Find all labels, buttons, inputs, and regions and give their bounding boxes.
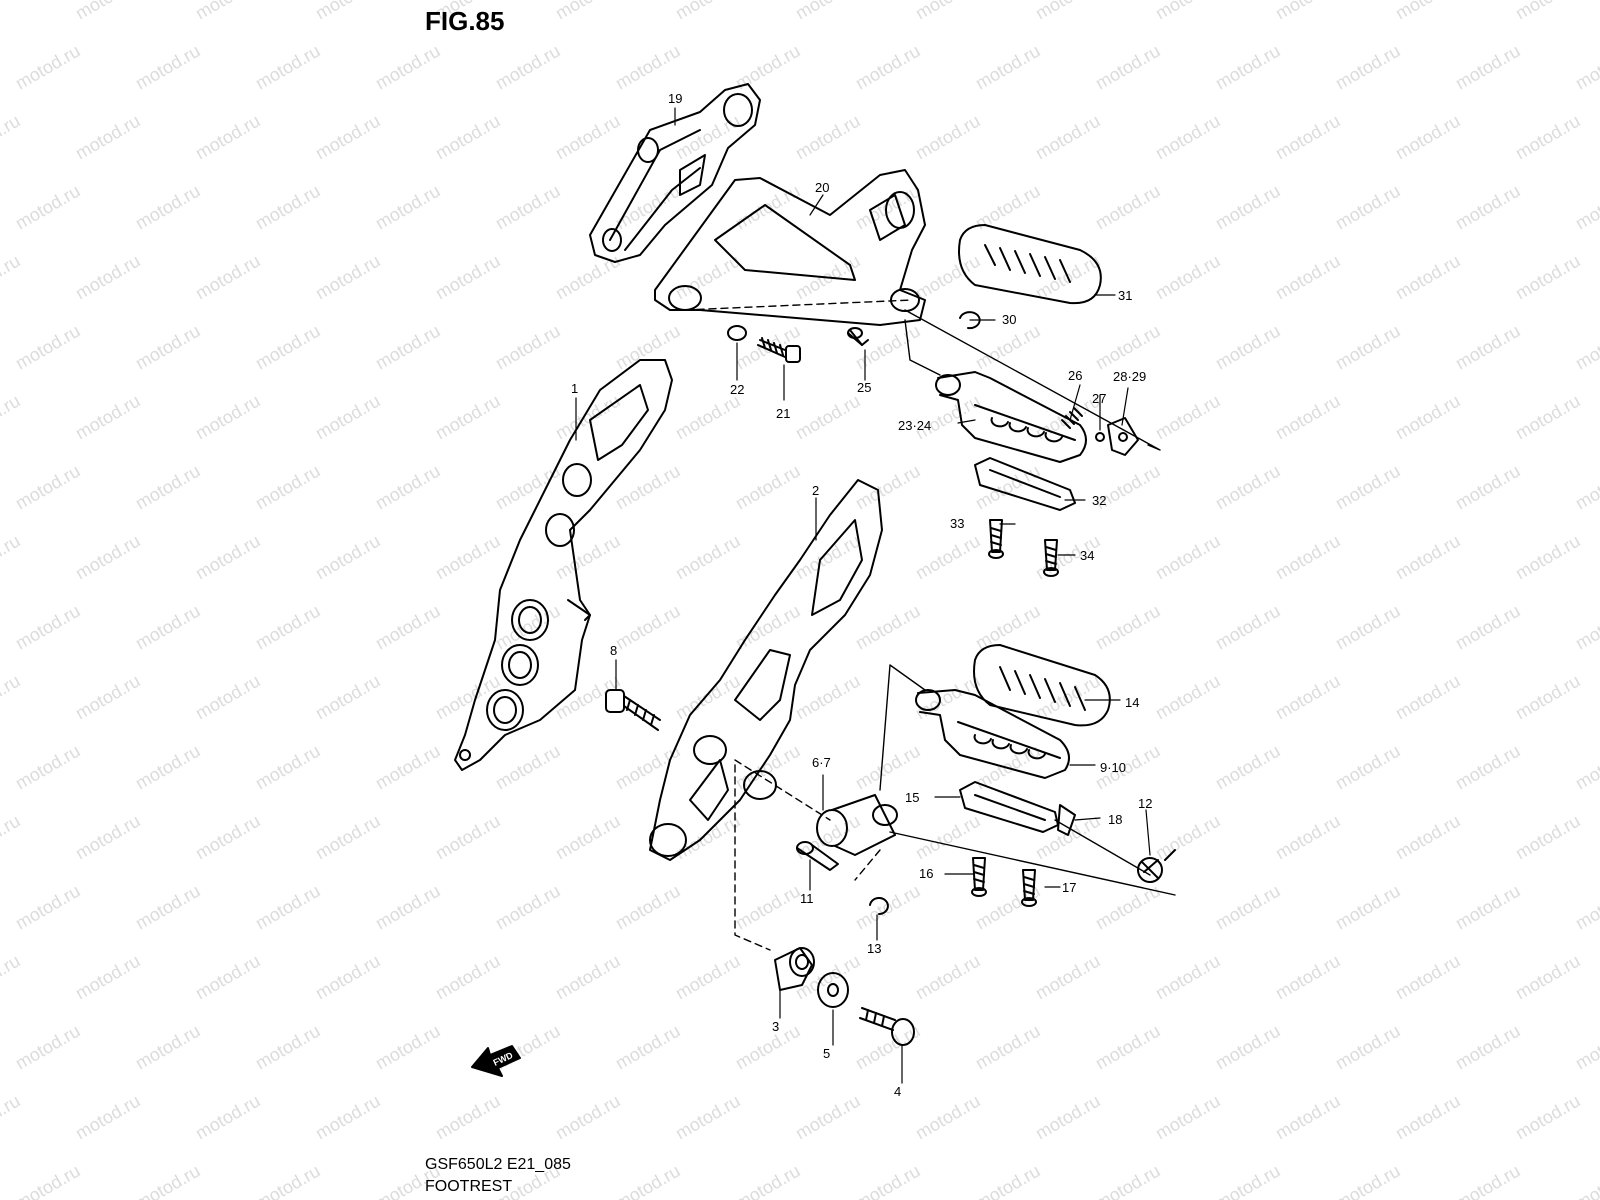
callout-ticks (575, 107, 1151, 1084)
part-21-bolt (757, 337, 801, 363)
callout-26: 26 (1068, 368, 1082, 383)
callout-4: 4 (894, 1084, 901, 1099)
part-12-spring (1137, 849, 1176, 883)
callout-17: 17 (1062, 880, 1076, 895)
figure-title: FIG.85 (425, 6, 505, 36)
callout-67: 6·7 (812, 755, 831, 770)
callout-2829: 28·29 (1113, 369, 1146, 384)
part-22-washer (727, 325, 747, 341)
callout-2: 2 (812, 483, 819, 498)
part-9-10-front-footrest (915, 689, 1070, 779)
callout-30: 30 (1002, 312, 1016, 327)
callout-11: 11 (800, 891, 814, 906)
callout-labels: 123456·789·1011121314151617181920212223·… (571, 91, 1152, 1099)
part-23-24-rear-footrest (935, 371, 1087, 463)
assembly-lines (684, 299, 913, 951)
callout-5: 5 (823, 1046, 830, 1061)
callout-1: 1 (571, 381, 578, 396)
callout-31: 31 (1118, 288, 1132, 303)
model-code: GSF650L2 E21_085 (425, 1156, 571, 1173)
part-20-rear-holder (654, 169, 926, 326)
callout-14: 14 (1125, 695, 1139, 710)
part-34-screw (1043, 539, 1059, 577)
section-name: FOOTREST (425, 1178, 513, 1195)
callout-910: 9·10 (1100, 760, 1126, 775)
callout-19: 19 (668, 91, 682, 106)
fwd-direction-arrow (471, 1045, 521, 1077)
callout-18: 18 (1108, 812, 1122, 827)
callout-15: 15 (905, 790, 919, 805)
part-15-front-plate (959, 781, 1059, 833)
callout-13: 13 (867, 941, 881, 956)
part-14-front-rubber (973, 644, 1111, 727)
part-25-pin (847, 327, 869, 346)
callout-2324: 23·24 (898, 418, 931, 433)
callout-33: 33 (950, 516, 964, 531)
part-32-rear-plate (974, 457, 1076, 511)
callout-8: 8 (610, 643, 617, 658)
callout-32: 32 (1092, 493, 1106, 508)
callout-27: 27 (1092, 391, 1106, 406)
part-17-screw (1021, 869, 1037, 907)
part-27-ball (1095, 432, 1105, 442)
part-16-screw (971, 857, 987, 897)
part-3-bushing (774, 947, 815, 991)
callout-3: 3 (772, 1019, 779, 1034)
part-4-bolt (859, 1007, 915, 1046)
leader-lines (879, 309, 1176, 896)
part-5-washer (817, 972, 849, 1008)
part-33-screw (988, 519, 1004, 559)
callout-22: 22 (730, 382, 744, 397)
callout-12: 12 (1138, 796, 1152, 811)
callout-25: 25 (857, 380, 871, 395)
part-6-7-pivot (816, 794, 898, 856)
callout-21: 21 (776, 406, 790, 421)
callout-20: 20 (815, 180, 829, 195)
part-31-rear-rubber (958, 224, 1102, 305)
part-28-29-plate (1107, 417, 1139, 456)
part-11-pin (796, 841, 839, 871)
part-2-front-bracket (649, 479, 883, 861)
part-13-circlip (869, 897, 889, 915)
part-19-rear-bracket (589, 83, 761, 263)
part-30-circlip (959, 311, 981, 330)
callout-16: 16 (919, 866, 933, 881)
part-1-left-bracket (454, 359, 673, 771)
part-8-bolt (605, 689, 661, 731)
callout-34: 34 (1080, 548, 1094, 563)
